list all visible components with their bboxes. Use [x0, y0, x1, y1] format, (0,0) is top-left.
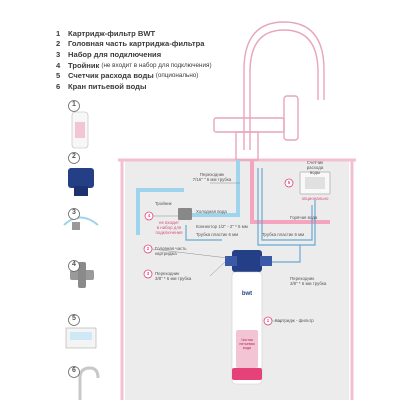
- side-circle-5: [68, 314, 80, 326]
- callout-number-4: 4: [147, 213, 151, 218]
- thumb-connector: [72, 222, 80, 230]
- filter-head-outlet: [260, 256, 272, 266]
- leader-lines: [151, 182, 282, 322]
- faucet-body: [235, 131, 259, 161]
- legend-number: 2: [56, 39, 61, 49]
- label-cold-water: Холодная вода: [196, 209, 227, 214]
- legend-item: 6 Кран питьевой воды: [56, 81, 316, 92]
- cartridge-label-area: [236, 330, 258, 368]
- cold-water-pipe: [136, 188, 184, 235]
- faucet-lever: [283, 95, 299, 141]
- callout-circle-3: [143, 269, 153, 279]
- callout-number-3: 3: [146, 271, 150, 276]
- label-adapter-right: Переходник 3/8" * 6 мм трубка: [290, 276, 327, 287]
- side-circle-4: [68, 260, 80, 272]
- legend-number: 5: [56, 71, 61, 81]
- filter-head-inlet: [225, 256, 237, 266]
- tube-to-head: [185, 225, 222, 241]
- hot-water-pipe: [250, 160, 330, 224]
- label-filter-head: Головная часть картриджа: [155, 246, 187, 257]
- callout-number-5: 5: [287, 180, 291, 185]
- filter-tubes: [185, 168, 316, 263]
- legend: 1 Картридж-фильтр BWT 2 Головная часть к…: [56, 28, 316, 92]
- label-hot-water: Горячая вода: [290, 215, 318, 220]
- faucet-outline: [213, 21, 325, 161]
- side-number-5: 5: [72, 315, 76, 322]
- thumb-faucet: [78, 366, 100, 400]
- legend-text: Набор для подключения: [68, 49, 162, 59]
- side-number-circles: [68, 100, 80, 378]
- thumb-cartridge-label: [75, 122, 85, 138]
- callout-number-1: 1: [266, 318, 270, 323]
- thumb-filter-head: [68, 168, 94, 188]
- legend-item: 2 Головная часть картриджа-фильтра: [56, 39, 316, 50]
- leader-head: [151, 248, 229, 259]
- side-number-2: 2: [72, 153, 76, 160]
- thumb-meter-screen: [70, 332, 92, 340]
- cartridge-print: Чистая питьевая вода: [239, 338, 255, 351]
- cartridge-base: [232, 368, 262, 380]
- label-tube-2: Трубка пластик 6 мм: [262, 232, 305, 237]
- cold-water-pipe-to-faucet: [184, 160, 240, 217]
- faucet-handle: [213, 117, 285, 133]
- legend-note: (опционально): [155, 72, 199, 80]
- side-circle-2: [68, 152, 80, 164]
- leader-adapter-left: [209, 261, 226, 277]
- tube-outlet: [268, 245, 301, 263]
- legend-text: Головная часть картриджа-фильтра: [68, 39, 205, 49]
- tube-to-meter: [257, 168, 316, 246]
- side-circle-6: [68, 366, 80, 378]
- thumb-tube: [63, 216, 99, 226]
- component-thumbnails: [63, 111, 100, 400]
- diagram-callouts: [143, 178, 294, 326]
- legend-number: 1: [56, 28, 61, 38]
- side-number-1: 1: [72, 101, 76, 108]
- legend-number: 6: [56, 81, 61, 91]
- water-meter-display: [305, 177, 325, 189]
- thumb-tee-branch: [78, 262, 86, 288]
- label-water-meter: Счетчик расхода воды: [306, 160, 324, 176]
- legend-item: 1 Картридж-фильтр BWT: [56, 28, 316, 39]
- faucet-spout: [243, 21, 325, 150]
- label-cartridge: Картридж - фильтр: [275, 318, 314, 323]
- filter-head: [232, 250, 262, 272]
- legend-number: 3: [56, 49, 61, 59]
- tube-from-meter: [261, 168, 313, 241]
- label-tube-1: Трубка пластик 6 мм: [196, 232, 239, 237]
- label-optional: опционально: [301, 196, 329, 201]
- side-number-6: 6: [72, 367, 76, 374]
- callout-number-2: 2: [146, 246, 150, 251]
- legend-note: (не входит в набор для подключения): [101, 61, 212, 69]
- legend-text: Тройник: [68, 60, 100, 70]
- legend-number: 4: [56, 60, 61, 70]
- cartridge-brand: bwt: [241, 291, 253, 297]
- legend-text: Счетчик расхода воды: [68, 71, 154, 81]
- label-tee-note: не входит в набор для подключения: [155, 220, 183, 236]
- legend-item: 5 Счетчик расхода воды (опционально): [56, 70, 316, 81]
- side-circle-1: [68, 100, 80, 112]
- legend-item: 4 Тройник (не входит в набор для подключ…: [56, 60, 316, 71]
- side-number-4: 4: [72, 261, 76, 268]
- side-number-3: 3: [72, 209, 76, 216]
- label-adapter-top: Переходник 7/16" " 6 мм трубка: [192, 172, 232, 183]
- callout-circle-5: [284, 178, 294, 188]
- legend-item: 3 Набор для подключения: [56, 49, 316, 60]
- label-adapter-left: Переходник 3/8" * 6 мм трубка: [155, 271, 192, 282]
- label-connector: Коннектор 1/2" - 2" * 6 мм: [196, 224, 248, 229]
- label-tee: Тройник: [155, 201, 172, 206]
- thumb-filter-head-base: [74, 186, 88, 196]
- faucet-spout-inner: [249, 29, 319, 150]
- legend-text: Картридж-фильтр BWT: [68, 28, 156, 38]
- side-circle-3: [68, 208, 80, 220]
- legend-text: Кран питьевой воды: [68, 81, 147, 91]
- tee-fitting: [178, 208, 192, 220]
